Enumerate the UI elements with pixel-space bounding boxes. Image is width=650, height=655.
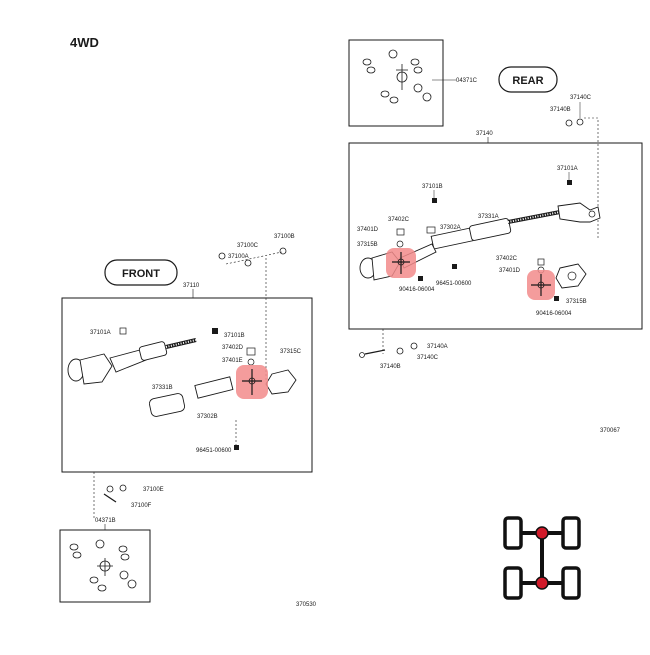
part-label: 90416-06004 bbox=[399, 287, 435, 293]
part-label: 37100C bbox=[237, 243, 259, 249]
part-label: 37402C bbox=[388, 217, 410, 223]
part-label: 37100B bbox=[274, 234, 295, 240]
part-label: 37401E bbox=[222, 358, 243, 364]
part-label: 04371B bbox=[95, 518, 116, 524]
part-label: 37315C bbox=[280, 349, 302, 355]
part-label: 37100E bbox=[143, 487, 164, 493]
part-label: 37140A bbox=[427, 344, 448, 350]
part-label: 37315B bbox=[566, 299, 587, 305]
reference-code: 370067 bbox=[600, 428, 621, 434]
rear-label-badge: REAR bbox=[498, 66, 558, 93]
part-label: 37110 bbox=[183, 283, 200, 289]
part-label: 37401D bbox=[357, 227, 379, 233]
rear-nuts-top: 37140C 37140B bbox=[550, 95, 599, 240]
part-label: 37315B bbox=[357, 242, 378, 248]
page-label: 4WD bbox=[70, 35, 99, 50]
front-bottom-hardware: 37100E 37100F bbox=[93, 472, 164, 520]
front-spider-kit-inset: 04371B bbox=[59, 518, 151, 603]
part-label: 37100A bbox=[228, 254, 249, 260]
part-label: 37402C bbox=[496, 256, 518, 262]
reference-code-small: 370530 bbox=[296, 602, 317, 608]
part-label: 96451-00600 bbox=[196, 448, 232, 454]
part-label: 37302A bbox=[440, 225, 461, 231]
part-label: 37331B bbox=[152, 385, 173, 391]
part-label: 37140B bbox=[550, 107, 571, 113]
front-label-badge: FRONT bbox=[104, 259, 178, 286]
part-label: 37101B bbox=[224, 333, 245, 339]
rear-highlight-spider-2 bbox=[527, 270, 555, 300]
part-label: 96451-00600 bbox=[436, 281, 472, 287]
rear-part-labels: 37101A 37101B 37402C 37401D 37302A 37331… bbox=[357, 166, 587, 317]
part-label: 04371C bbox=[456, 78, 478, 84]
front-group-box bbox=[61, 297, 313, 473]
4wd-chassis-icon bbox=[503, 516, 581, 600]
rear-label: REAR bbox=[512, 75, 543, 87]
part-label: 37140C bbox=[417, 355, 439, 361]
part-label: 37100F bbox=[131, 503, 152, 509]
rear-shaft-assembly bbox=[359, 180, 601, 301]
part-label: 37302B bbox=[197, 414, 218, 420]
rear-group-box bbox=[348, 142, 643, 330]
part-label: 37331A bbox=[478, 214, 499, 220]
rear-bottom-hardware: 37140A 37140C 37140B bbox=[359, 329, 448, 370]
front-highlight-spider bbox=[236, 365, 268, 399]
part-label: 37101A bbox=[557, 166, 578, 172]
part-label: 37140B bbox=[380, 364, 401, 370]
part-label: 37140C bbox=[570, 95, 592, 101]
rear-spider-kit-inset: 04371C bbox=[348, 39, 478, 127]
part-label: 37401D bbox=[499, 268, 521, 274]
front-top-hardware: 37100C 37100B 37100A bbox=[218, 234, 295, 380]
rear-highlight-spider-1 bbox=[386, 248, 416, 278]
part-label: 37140 bbox=[476, 131, 493, 137]
part-label: 37101B bbox=[422, 184, 443, 190]
front-label: FRONT bbox=[122, 268, 160, 280]
part-label: 37402D bbox=[222, 345, 244, 351]
part-label: 90416-06004 bbox=[536, 311, 572, 317]
front-shaft-assembly bbox=[67, 327, 297, 450]
part-label: 37101A bbox=[90, 330, 111, 336]
front-part-labels: 37101A 37101B 37402D 37401E 37315C 37331… bbox=[90, 330, 302, 454]
